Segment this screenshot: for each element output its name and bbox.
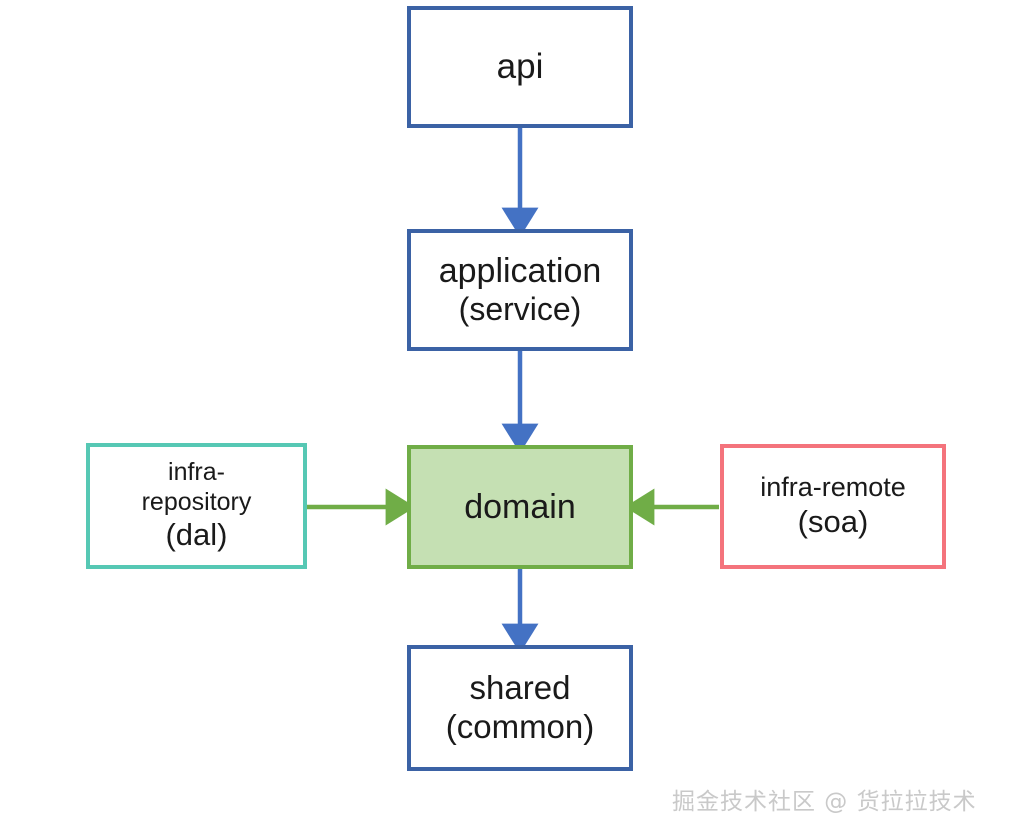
watermark: 掘金技术社区 @ 货拉拉技术 xyxy=(672,789,977,815)
node-application-label: application xyxy=(438,252,602,291)
node-infra-repository-sublabel: (dal) xyxy=(165,517,228,553)
node-shared-sublabel: (common) xyxy=(445,708,595,745)
node-infra-remote-label: infra-remote xyxy=(760,472,906,503)
node-infra-remote[interactable]: infra-remote (soa) xyxy=(720,444,946,569)
node-domain[interactable]: domain xyxy=(407,445,633,569)
node-api[interactable]: api xyxy=(407,6,633,128)
node-infra-repository[interactable]: infra- repository (dal) xyxy=(86,443,307,569)
node-infra-remote-sublabel: (soa) xyxy=(797,504,869,540)
node-domain-label: domain xyxy=(464,487,576,526)
node-infra-repository-label-part2: repository xyxy=(141,487,252,516)
node-infra-repository-label-part1: infra- xyxy=(168,458,225,487)
node-shared[interactable]: shared (common) xyxy=(407,645,633,771)
node-application[interactable]: application (service) xyxy=(407,229,633,351)
node-api-label: api xyxy=(496,47,544,87)
node-shared-label: shared xyxy=(469,669,571,707)
node-application-sublabel: (service) xyxy=(458,291,582,328)
